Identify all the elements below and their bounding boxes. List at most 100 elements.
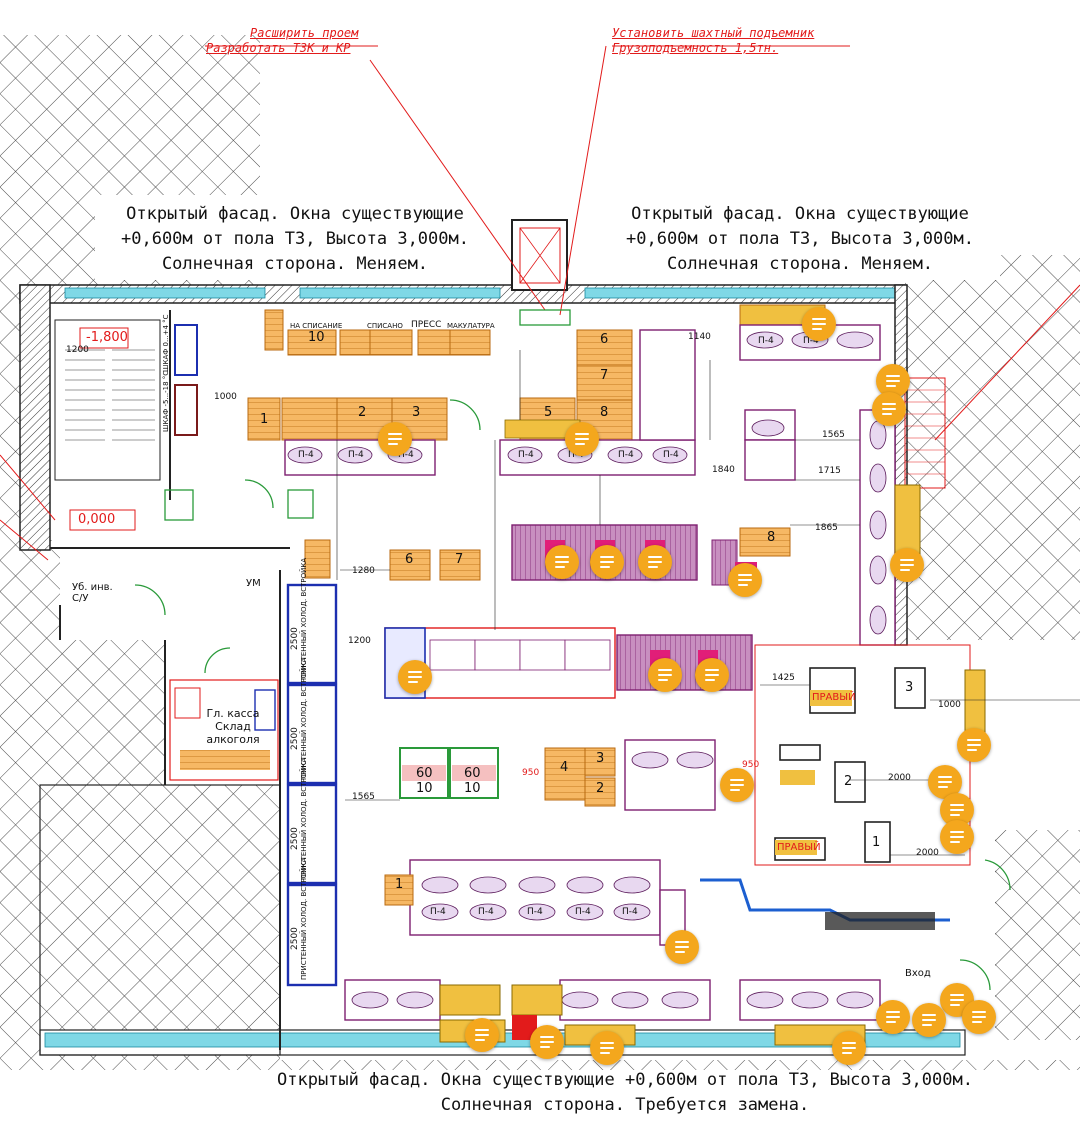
pallet-number: 5 [544, 405, 553, 420]
dimension-label: 1000 [214, 392, 237, 402]
comment-marker[interactable] [728, 563, 762, 597]
wall-fridge-length: 2500 [290, 827, 300, 850]
facade-note-top-right: Открытый фасад. Окна существующие +0,600… [605, 202, 995, 277]
outer-hatch-bottomleft [0, 540, 280, 1060]
entrance-label: Вход [905, 968, 931, 979]
pallet-group-top [247, 304, 826, 441]
p4-label: П-4 [518, 450, 534, 460]
p4-label: П-4 [622, 907, 638, 917]
dimension-label: 1565 [352, 792, 375, 802]
facade-line: Солнечная сторона. Меняем. [666, 254, 934, 274]
press-label: ПРЕСС [411, 320, 442, 330]
p4-label: П-4 [663, 450, 679, 460]
pallet-number: 10 [308, 330, 325, 345]
wall-fridge-length: 2500 [290, 727, 300, 750]
write-off-label: НА СПИСАНИЕ [290, 322, 343, 330]
p4-label: П-4 [575, 907, 591, 917]
comment-marker[interactable] [465, 1018, 499, 1052]
comment-marker[interactable] [545, 545, 579, 579]
comment-marker[interactable] [590, 1031, 624, 1065]
p4-label: П-4 [398, 450, 414, 460]
pallet-number: 2 [596, 781, 605, 796]
annotation-line: Разработать ТЗК и КР [206, 41, 351, 55]
comment-marker[interactable] [695, 658, 729, 692]
comment-marker[interactable] [378, 422, 412, 456]
kassa-label: Гл. касса Склад алкоголя [206, 707, 260, 746]
um-label: УМ [246, 578, 261, 589]
p4-label: П-4 [527, 907, 543, 917]
facade-line: Открытый фасад. Окна существующие +0,600… [277, 1070, 973, 1090]
facade-note-top-left: Открытый фасад. Окна существующие +0,600… [100, 202, 490, 277]
pallet-number: 7 [600, 368, 609, 383]
comment-marker[interactable] [832, 1031, 866, 1065]
dimension-label: 1840 [712, 465, 735, 475]
outer-hatch-right2 [995, 830, 1080, 1040]
checkout-number: 2 [844, 774, 853, 789]
p4-label: П-4 [478, 907, 494, 917]
comment-marker[interactable] [530, 1025, 564, 1059]
comment-marker[interactable] [590, 545, 624, 579]
pallet-number: 1 [260, 412, 269, 427]
checkout-number: 3 [905, 680, 914, 695]
dimension-label: 2000 [916, 848, 939, 858]
outer-hatch-right [905, 255, 1080, 640]
comment-marker[interactable] [890, 548, 924, 582]
dimension-label: 1200 [348, 636, 371, 646]
wall-fridge-label: ПРИСТЕННЫЙ ХОЛОД. ВСТРОЙКА [300, 857, 308, 980]
produce-count: 60 [464, 766, 481, 781]
cabinet-cold-1 [174, 324, 198, 376]
comment-marker[interactable] [940, 983, 974, 1017]
written-off-label: СПИСАНО [367, 322, 403, 330]
pravy-label-2: ПРАВЫЙ [777, 842, 821, 853]
comment-marker[interactable] [912, 1003, 946, 1037]
facade-line: +0,600м от пола ТЗ, Высота 3,000м. [626, 229, 974, 249]
dimension-label: 1200 [66, 345, 89, 355]
comment-marker[interactable] [665, 930, 699, 964]
dimension-label: 1565 [822, 430, 845, 440]
comment-marker[interactable] [398, 660, 432, 694]
p4-label: П-4 [758, 336, 774, 346]
cabinet-cold-label: ШКАФ 0...+4 °C [162, 314, 170, 372]
produce-count: 10 [464, 781, 481, 796]
produce-count: 60 [416, 766, 433, 781]
p4-label: П-4 [618, 450, 634, 460]
dimension-label: 1280 [352, 566, 375, 576]
dimension-label: 950 [742, 760, 760, 770]
pallet-number: 3 [412, 405, 421, 420]
comment-marker[interactable] [872, 392, 906, 426]
comment-marker[interactable] [802, 307, 836, 341]
pallet-number: 8 [600, 405, 609, 420]
cabinet-freeze-label: ШКАФ -5...-18 °C [162, 370, 170, 432]
comment-marker[interactable] [720, 768, 754, 802]
pallet-number: 8 [767, 530, 776, 545]
annotation-line: Расширить проем [250, 26, 359, 40]
dimension-label: 1425 [772, 673, 795, 683]
produce-count: 10 [416, 781, 433, 796]
comment-marker[interactable] [962, 1000, 996, 1034]
checkout-number: 1 [872, 835, 881, 850]
comment-marker[interactable] [876, 1000, 910, 1034]
comment-marker[interactable] [957, 728, 991, 762]
comment-marker[interactable] [638, 545, 672, 579]
pallet-number: 6 [600, 332, 609, 347]
pallet-number: 6 [405, 552, 414, 567]
facade-line: Солнечная сторона. Требуется замена. [440, 1095, 810, 1115]
glass-top-left [64, 287, 266, 299]
cabinet-cold-2 [174, 384, 198, 436]
annotation-shaft-lift: Установить шахтный подъемник Грузоподъем… [612, 26, 814, 56]
dimension-label: 1000 [938, 700, 961, 710]
comment-marker[interactable] [648, 658, 682, 692]
pallet-number: 4 [560, 760, 569, 775]
dimension-label: 950 [522, 768, 540, 778]
annotation-line: Грузоподъемность 1,5тн. [612, 41, 779, 55]
facade-line: +0,600м от пола ТЗ, Высота 3,000м. [121, 229, 469, 249]
pallet-number: 1 [395, 877, 404, 892]
wall-fridge-length: 2500 [290, 927, 300, 950]
dimension-label: 1140 [688, 332, 711, 342]
wall-left [19, 284, 51, 551]
annotation-line: Установить шахтный подъемник [612, 26, 815, 40]
p4-label: П-4 [348, 450, 364, 460]
comment-marker[interactable] [940, 820, 974, 854]
facade-line: Открытый фасад. Окна существующие [631, 204, 969, 224]
comment-marker[interactable] [565, 422, 599, 456]
